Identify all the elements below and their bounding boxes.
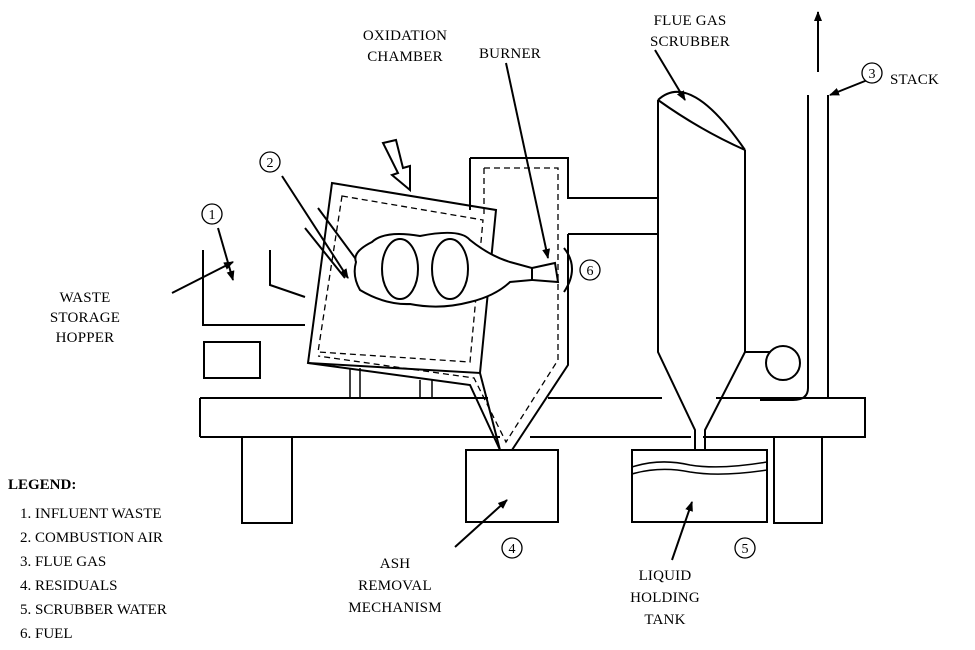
oxidation-chamber-label-2: CHAMBER	[367, 49, 443, 65]
svg-text:5: 5	[742, 542, 749, 557]
svg-text:6: 6	[587, 264, 594, 279]
legend-item-1: 1. INFLUENT WASTE	[20, 506, 162, 522]
marker-1: 1	[201, 203, 223, 225]
pointer-arrows	[171, 49, 881, 561]
svg-text:1: 1	[209, 208, 216, 223]
flue-gas-scrubber-label-1: FLUE GAS	[654, 13, 727, 29]
marker-5: 5	[734, 537, 756, 559]
stack-label: STACK	[890, 72, 939, 88]
waste-storage-hopper-label-3: HOPPER	[56, 330, 115, 346]
marker-6: 6	[579, 259, 601, 281]
legend: LEGEND: 1. INFLUENT WASTE 2. COMBUSTION …	[8, 477, 167, 642]
ash-removal-box	[465, 449, 559, 523]
liquid-holding-tank	[631, 449, 768, 523]
marker-3: 3	[861, 62, 883, 84]
hopper-panel	[203, 341, 261, 379]
legend-title: LEGEND:	[8, 477, 76, 493]
liquid-holding-tank-label-2: HOLDING	[630, 590, 700, 606]
flue-gas-scrubber	[657, 90, 746, 450]
secondary-chamber	[307, 157, 658, 451]
ash-removal-label-2: REMOVAL	[358, 578, 432, 594]
legend-item-3: 3. FLUE GAS	[20, 554, 106, 570]
liquid-holding-tank-label-3: TANK	[644, 612, 685, 628]
stack	[745, 11, 829, 401]
ash-removal-label-3: MECHANISM	[348, 600, 441, 616]
waste-storage-hopper	[202, 250, 306, 379]
oxidation-chamber-label-1: OXIDATION	[363, 28, 447, 44]
legend-item-4: 4. RESIDUALS	[20, 578, 118, 594]
flue-gas-scrubber-label-2: SCRUBBER	[650, 34, 730, 50]
legend-item-2: 2. COMBUSTION AIR	[20, 530, 163, 546]
marker-4: 4	[501, 537, 523, 559]
left-support-leg	[241, 436, 293, 524]
liquid-holding-tank-label-1: LIQUID	[639, 568, 692, 584]
svg-text:2: 2	[267, 156, 274, 171]
base-platform	[199, 368, 866, 524]
oxidation-chamber	[304, 181, 533, 375]
waste-storage-hopper-label-1: WASTE	[60, 290, 111, 306]
marker-2: 2	[259, 151, 281, 173]
fan	[765, 345, 801, 381]
legend-item-6: 6. FUEL	[20, 626, 73, 642]
waste-storage-hopper-label-2: STORAGE	[50, 310, 120, 326]
right-support-leg	[773, 436, 823, 524]
ash-removal-label-1: ASH	[380, 556, 411, 572]
svg-text:3: 3	[869, 67, 876, 82]
burner	[531, 247, 573, 293]
svg-text:4: 4	[509, 542, 516, 557]
legend-item-5: 5. SCRUBBER WATER	[20, 602, 167, 618]
burner-label: BURNER	[479, 46, 541, 62]
